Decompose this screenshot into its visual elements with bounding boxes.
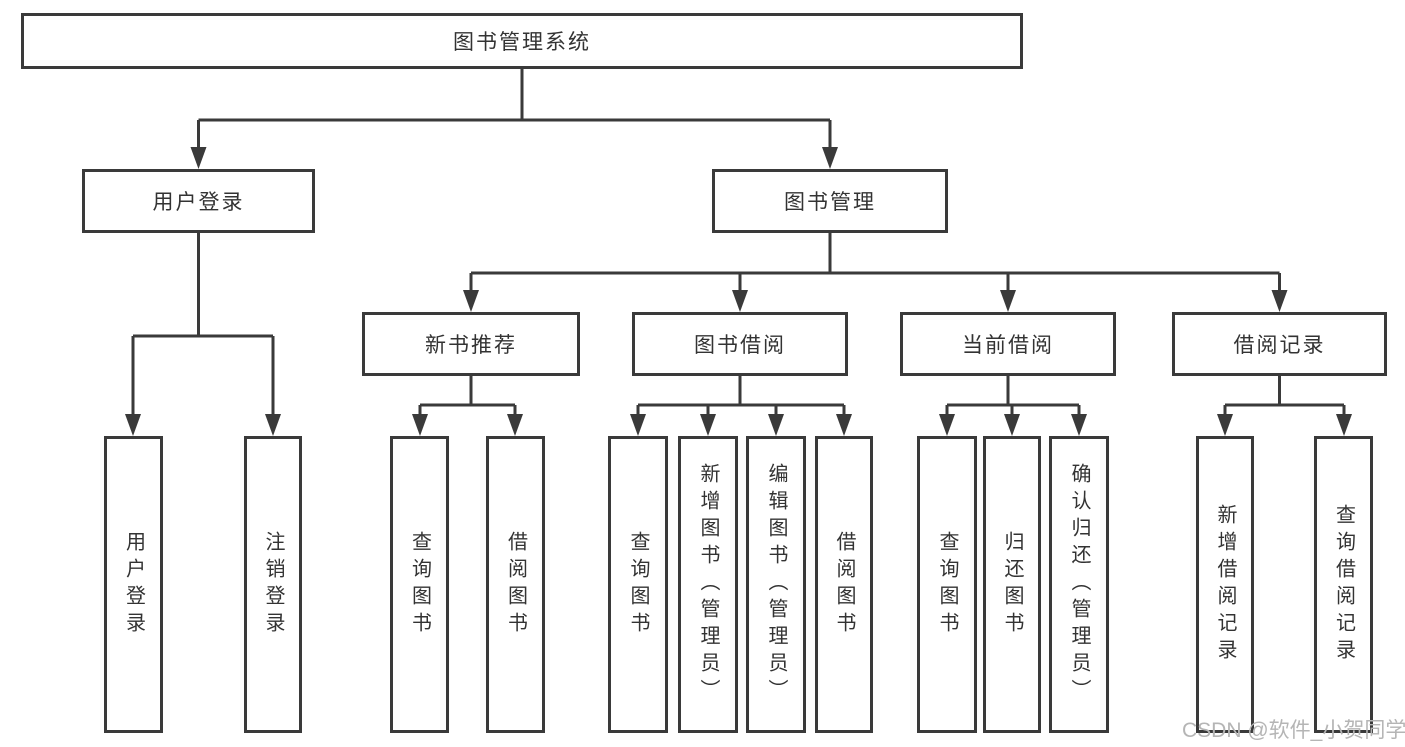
node-leaf-query-books-borrow: 查询图书 — [608, 436, 668, 733]
node-new-book-recommend: 新书推荐 — [362, 312, 580, 376]
node-leaf-edit-books-admin: 编辑图书（管理员） — [746, 436, 806, 733]
node-root: 图书管理系统 — [21, 13, 1023, 69]
node-leaf-confirm-return-admin-label: 确认归还（管理员） — [1068, 463, 1090, 706]
node-leaf-add-books-admin-label: 新增图书（管理员） — [697, 463, 719, 706]
node-leaf-query-books-current-label: 查询图书 — [936, 530, 958, 639]
node-book-borrow-label: 图书借阅 — [694, 334, 786, 357]
node-book-borrow: 图书借阅 — [632, 312, 848, 376]
node-user-login-label: 用户登录 — [152, 191, 245, 214]
node-leaf-add-borrow-record-label: 新增借阅记录 — [1214, 503, 1236, 666]
connector-book-management-children — [463, 233, 1288, 312]
connector-user-login-children — [125, 233, 281, 436]
node-book-management-label: 图书管理 — [784, 191, 876, 214]
node-leaf-add-borrow-record: 新增借阅记录 — [1196, 436, 1254, 733]
node-leaf-user-login: 用户登录 — [104, 436, 163, 733]
node-leaf-add-books-admin: 新增图书（管理员） — [678, 436, 738, 733]
node-current-borrow-label: 当前借阅 — [962, 334, 1054, 357]
node-leaf-query-borrow-record-label: 查询借阅记录 — [1332, 503, 1355, 666]
node-borrow-records-label: 借阅记录 — [1233, 334, 1326, 357]
node-leaf-query-books-borrow-label: 查询图书 — [627, 530, 649, 639]
connector-new-book-recommend-children — [412, 376, 523, 436]
node-leaf-logout: 注销登录 — [244, 436, 302, 733]
connector-book-borrow-children — [630, 376, 852, 436]
node-user-login: 用户登录 — [82, 169, 315, 233]
node-leaf-borrow-books: 借阅图书 — [815, 436, 873, 733]
connector-current-borrow-children — [939, 376, 1087, 436]
csdn-watermark: CSDN @软件_小贺同学 — [1182, 719, 1405, 742]
node-leaf-user-login-label: 用户登录 — [122, 530, 145, 639]
node-current-borrow: 当前借阅 — [900, 312, 1116, 376]
node-leaf-query-borrow-record: 查询借阅记录 — [1314, 436, 1373, 733]
node-leaf-query-books-current: 查询图书 — [917, 436, 977, 733]
node-leaf-return-books: 归还图书 — [983, 436, 1041, 733]
node-leaf-query-books-recommend: 查询图书 — [390, 436, 449, 733]
node-leaf-borrow-books-label: 借阅图书 — [833, 530, 855, 639]
connector-root-to-level2 — [190, 69, 838, 169]
node-book-management: 图书管理 — [712, 169, 948, 233]
connector-borrow-records-children — [1217, 376, 1352, 436]
node-borrow-records: 借阅记录 — [1172, 312, 1387, 376]
node-leaf-logout-label: 注销登录 — [262, 530, 284, 639]
node-leaf-return-books-label: 归还图书 — [1001, 530, 1023, 639]
node-leaf-borrow-books-recommend: 借阅图书 — [486, 436, 545, 733]
node-leaf-edit-books-admin-label: 编辑图书（管理员） — [765, 463, 787, 706]
node-leaf-borrow-books-recommend-label: 借阅图书 — [504, 530, 527, 639]
node-root-label: 图书管理系统 — [453, 31, 591, 54]
node-leaf-query-books-recommend-label: 查询图书 — [408, 530, 431, 639]
node-leaf-confirm-return-admin: 确认归还（管理员） — [1049, 436, 1109, 733]
node-new-book-recommend-label: 新书推荐 — [425, 334, 517, 357]
